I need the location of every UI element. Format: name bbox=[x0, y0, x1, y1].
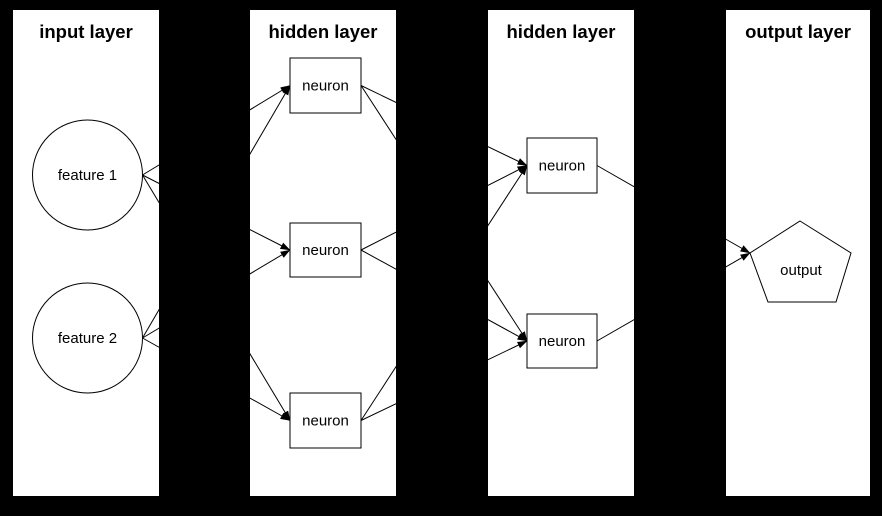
rect-shape bbox=[526, 313, 598, 369]
layer-title-input: input layer bbox=[39, 21, 133, 42]
edge-f2-h1n2 bbox=[142, 249, 291, 339]
node-h2n1: neuron bbox=[526, 137, 598, 194]
edge-layer bbox=[142, 85, 751, 421]
layer-title-hidden2: hidden layer bbox=[507, 21, 616, 42]
node-layer: feature 1 feature 2 neuron neuron neuron neur… bbox=[32, 57, 852, 449]
node-h1n3: neuron bbox=[289, 392, 362, 449]
node-label-h1n1: neuron bbox=[302, 78, 349, 95]
edge-h1n1-h2n2 bbox=[360, 85, 528, 342]
circle-shape bbox=[32, 119, 143, 231]
edge-h2n1-out bbox=[596, 165, 751, 254]
edge-f1-h1n1 bbox=[142, 85, 291, 176]
circle-shape bbox=[32, 282, 143, 394]
rect-shape bbox=[289, 57, 362, 114]
pentagon-shape bbox=[749, 220, 852, 303]
node-out: output bbox=[749, 220, 852, 303]
layer-title-output: output layer bbox=[745, 21, 851, 42]
node-h1n1: neuron bbox=[289, 57, 362, 114]
node-label-f1: feature 1 bbox=[58, 167, 117, 184]
node-h1n2: neuron bbox=[289, 222, 362, 278]
node-label-h1n3: neuron bbox=[302, 413, 349, 430]
rect-shape bbox=[289, 392, 362, 449]
layer-panel-input bbox=[13, 10, 159, 496]
rect-shape bbox=[289, 222, 362, 278]
rect-shape bbox=[526, 137, 598, 194]
edge-f2-h1n3 bbox=[142, 337, 291, 421]
edge-h1n2-h2n1 bbox=[360, 165, 528, 251]
edge-f2-h1n1 bbox=[142, 85, 291, 339]
edge-h1n2-h2n2 bbox=[360, 249, 528, 342]
node-f2: feature 2 bbox=[32, 282, 143, 394]
edge-f1-h1n3 bbox=[142, 174, 291, 421]
edge-h1n3-h2n1 bbox=[360, 165, 528, 421]
edge-h2n2-out bbox=[596, 252, 751, 342]
node-f1: feature 1 bbox=[32, 119, 143, 231]
node-label-h1n2: neuron bbox=[302, 242, 349, 259]
edge-h1n1-h2n1 bbox=[360, 85, 528, 166]
node-label-h2n1: neuron bbox=[539, 158, 586, 175]
node-label-h2n2: neuron bbox=[539, 333, 586, 350]
layer-panel-hidden2 bbox=[488, 10, 634, 496]
node-label-out: output bbox=[780, 262, 823, 279]
edge-h1n3-h2n2 bbox=[360, 340, 528, 421]
node-h2n2: neuron bbox=[526, 313, 598, 369]
node-label-f2: feature 2 bbox=[58, 330, 117, 347]
layer-title-hidden1: hidden layer bbox=[269, 21, 378, 42]
